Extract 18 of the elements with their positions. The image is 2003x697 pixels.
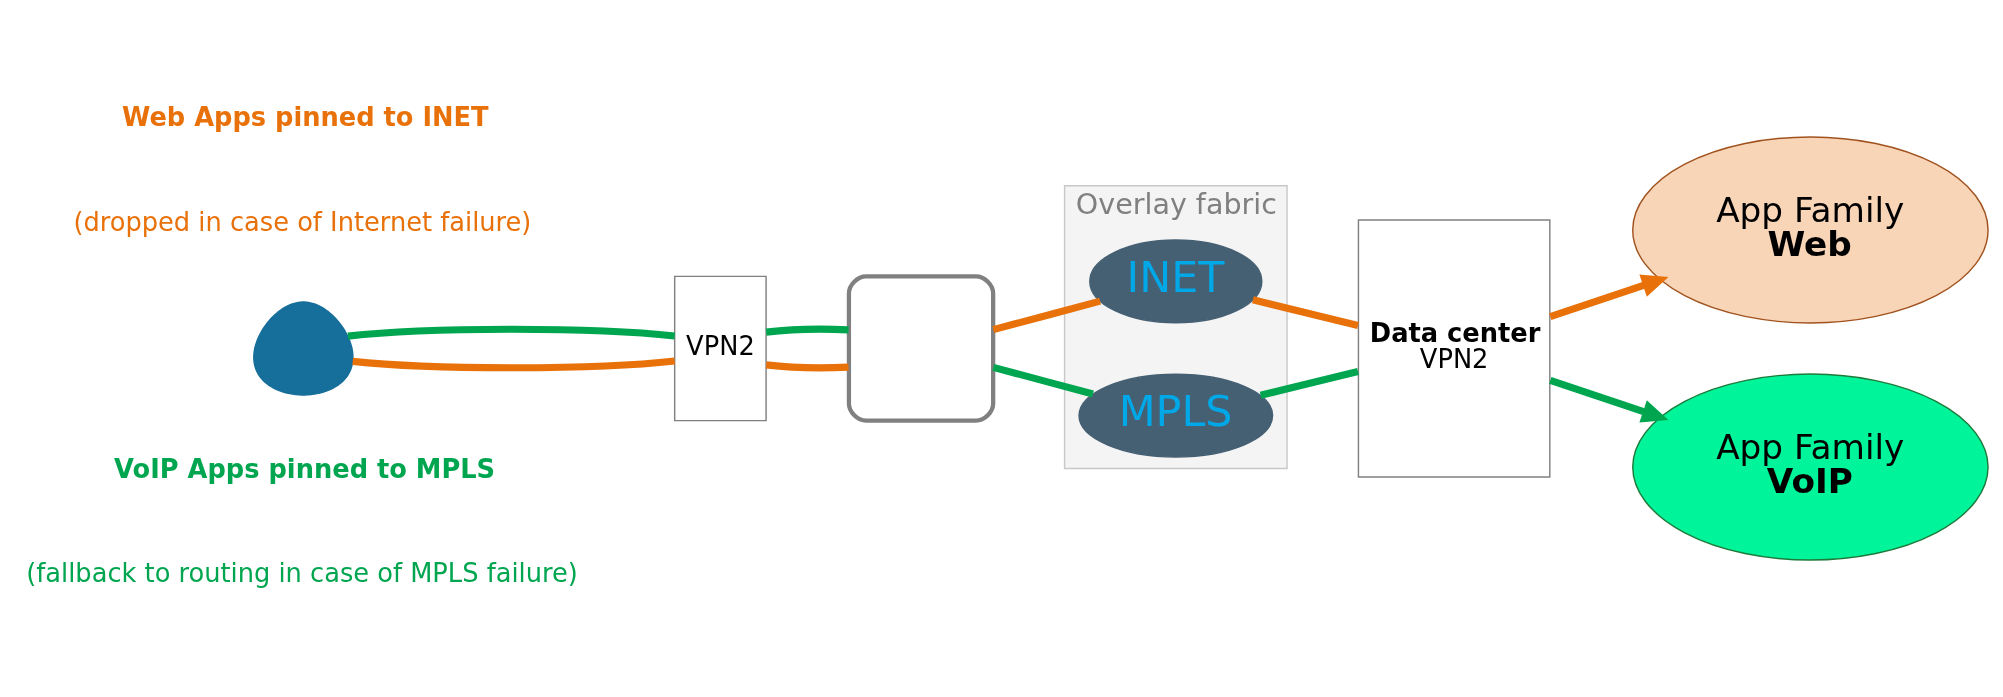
arrow bbox=[1549, 274, 1669, 321]
connector bbox=[1259, 368, 1359, 399]
node-box: Data center VPN2 bbox=[1357, 219, 1551, 478]
label: (fallback to routing in case of MPLS failure) bbox=[26, 557, 578, 588]
node-box bbox=[846, 274, 996, 423]
connector bbox=[1252, 296, 1359, 329]
node-ellipse: App Family Web bbox=[1632, 136, 1989, 324]
node-ellipse: INET bbox=[1089, 239, 1263, 324]
arrow bbox=[1549, 376, 1669, 423]
connector bbox=[992, 297, 1102, 334]
node-box: VPN2 bbox=[673, 275, 767, 422]
node-ellipse: MPLS bbox=[1078, 373, 1274, 458]
node-ellipse: App Family VoIP bbox=[1632, 373, 1989, 561]
label: Web Apps pinned to INET bbox=[121, 102, 489, 133]
label: VoIP Apps pinned to MPLS bbox=[114, 453, 496, 484]
node-person bbox=[253, 301, 354, 396]
connector bbox=[992, 363, 1094, 398]
label: (dropped in case of Internet failure) bbox=[73, 206, 532, 237]
